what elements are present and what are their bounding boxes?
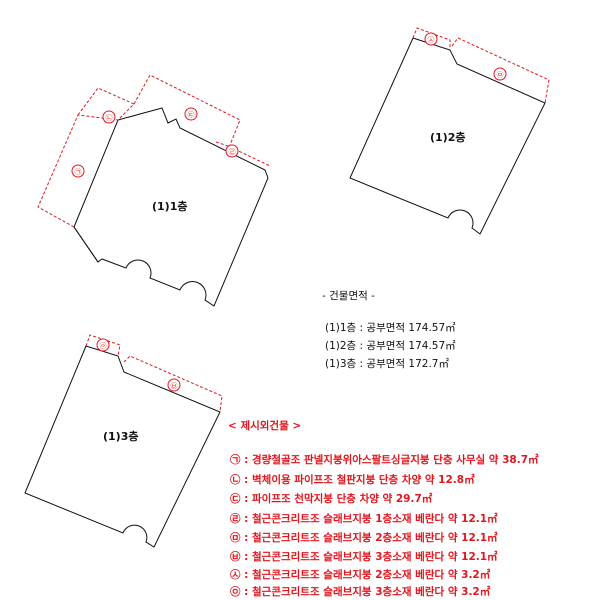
marker-5-label: ㉤ bbox=[497, 71, 504, 79]
floor3-plan bbox=[24, 345, 221, 548]
marker-5-circle bbox=[493, 67, 507, 81]
marker-8-circle bbox=[96, 338, 110, 352]
excluded-item-2: ㉡ : 벽체이용 파이프조 철판지붕 단층 차양 약 12.8㎡ bbox=[230, 474, 475, 486]
marker-3-label: ㉢ bbox=[188, 111, 195, 119]
marker-1-label: ㉠ bbox=[75, 168, 82, 176]
floor3-label: (1)3층 bbox=[103, 429, 138, 443]
marker-7-circle bbox=[424, 32, 438, 46]
excluded-item-4: ㉣ : 철근콘크리트조 슬래브지붕 1층소재 베란다 약 12.1㎡ bbox=[230, 513, 498, 525]
annex-5-outline bbox=[451, 37, 550, 104]
excluded-item-7: ㉦ : 철근콘크리트조 슬래브지붕 2층소재 베란다 약 3.2㎡ bbox=[230, 569, 491, 581]
marker-2-circle bbox=[102, 110, 116, 124]
floor2-outline bbox=[349, 37, 546, 235]
marker-4-circle bbox=[225, 144, 239, 158]
annex-4-outline bbox=[215, 141, 271, 167]
excluded-item-3: ㉢ : 파이프조 천막지붕 단층 차양 약 29.7㎡ bbox=[230, 493, 433, 505]
excluded-title: < 제시외건물 > bbox=[228, 420, 302, 432]
annex-2-outline bbox=[77, 87, 135, 121]
annex-1-outline bbox=[37, 114, 119, 228]
marker-8-label: ㉧ bbox=[100, 342, 107, 350]
area-row-3: (1)3층 : 공부면적 172.7㎡ bbox=[325, 358, 449, 370]
marker-6-label: ㉥ bbox=[171, 382, 178, 390]
area-title: - 건물면적 - bbox=[322, 290, 375, 302]
marker-3-circle bbox=[184, 107, 198, 121]
floor1-plan bbox=[73, 107, 269, 307]
floor1-corner bbox=[73, 226, 99, 263]
annex-3-outline bbox=[133, 74, 241, 151]
marker-7-label: ㉦ bbox=[428, 36, 435, 44]
excluded-item-5: ㉤ : 철근콘크리트조 슬래브지붕 2층소재 베란다 약 12.1㎡ bbox=[230, 532, 498, 544]
floor2-annexes bbox=[412, 27, 550, 104]
marker-6-circle bbox=[167, 378, 181, 392]
excluded-item-6: ㉥ : 철근콘크리트조 슬래브지붕 3층소재 베란다 약 12.1㎡ bbox=[230, 551, 498, 563]
area-row-1: (1)1층 : 공부면적 174.57㎡ bbox=[325, 322, 456, 334]
excluded-item-1: ㉠ : 경량철골조 판넬지붕위아스팔트싱글지붕 단층 사무실 약 38.7㎡ bbox=[230, 454, 539, 466]
annex-7-outline bbox=[412, 27, 451, 50]
area-row-2: (1)2층 : 공부면적 174.57㎡ bbox=[325, 340, 456, 352]
floor2-plan bbox=[349, 37, 546, 235]
excluded-item-8: ㉧ : 철근콘크리트조 슬래브지붕 3층소재 베란다 약 3.2㎡ bbox=[230, 586, 491, 598]
floor2-label: (1)2층 bbox=[430, 130, 465, 144]
floor3-outline bbox=[24, 345, 221, 548]
markers bbox=[71, 32, 507, 392]
marker-2-label: ㉡ bbox=[106, 114, 113, 122]
marker-4-label: ㉣ bbox=[229, 148, 236, 156]
floor1-label: (1)1층 bbox=[152, 199, 187, 213]
marker-1-circle bbox=[71, 164, 85, 178]
annex-6-outline bbox=[123, 355, 223, 413]
floor1-outline bbox=[73, 107, 269, 307]
